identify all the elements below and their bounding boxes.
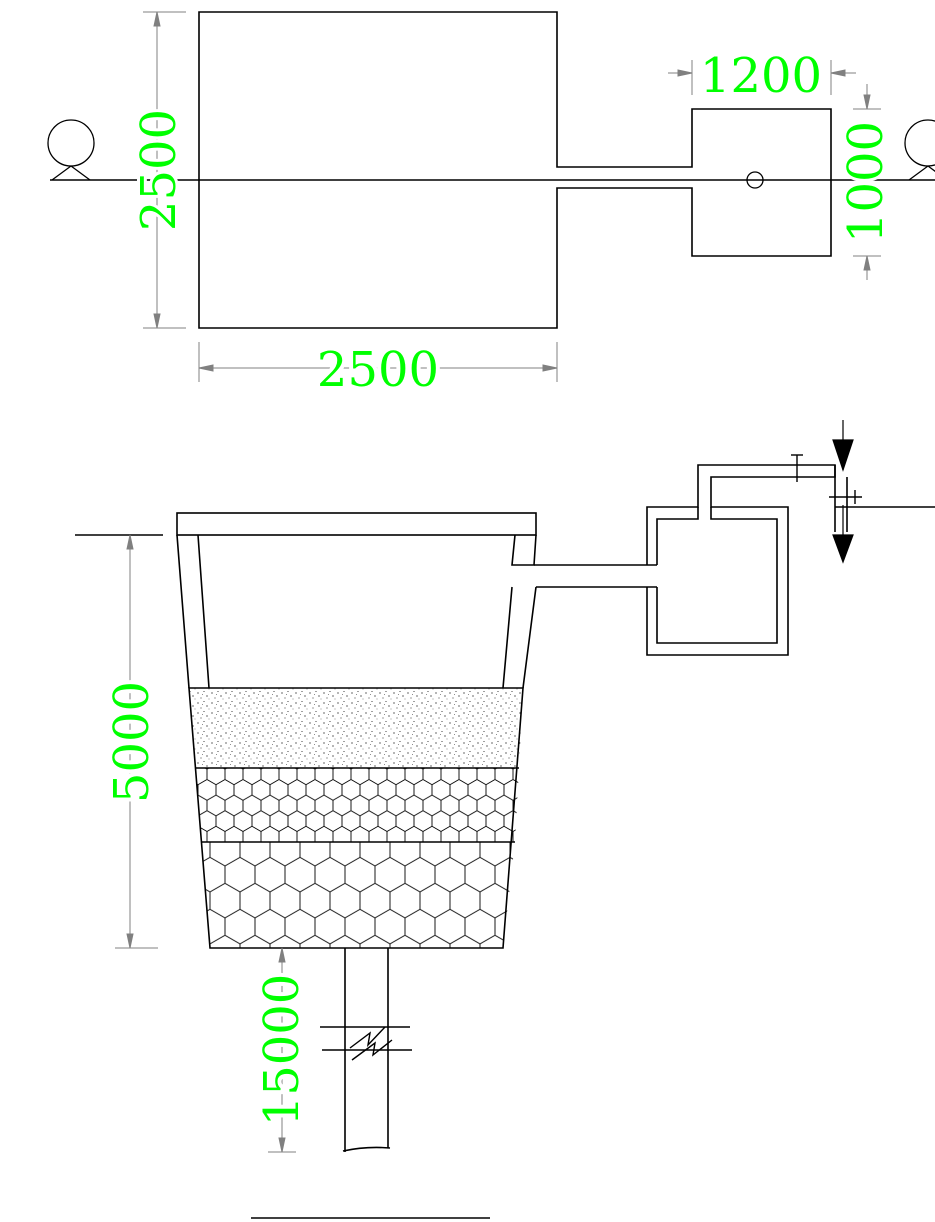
tank-cap xyxy=(176,512,537,536)
outlet-chamber-outer xyxy=(646,464,836,656)
pipe-end-cut xyxy=(342,1146,391,1152)
outlet-chamber-inner xyxy=(656,507,778,644)
pipe-break-icon xyxy=(320,1026,412,1061)
plan-chamber-height-label: 1000 xyxy=(838,121,894,243)
plan-outlet-circle xyxy=(746,171,764,189)
plan-tank-outline xyxy=(198,11,832,329)
tank-left-wall xyxy=(176,534,210,689)
section-dimensions xyxy=(115,534,296,1153)
section-marker-icon xyxy=(47,119,95,181)
section-marker-icon xyxy=(904,119,935,181)
valve-icon xyxy=(829,490,862,504)
section-pipe-length-label: 15000 xyxy=(254,974,310,1127)
sand-layer xyxy=(189,688,523,768)
section-depth-label: 5000 xyxy=(104,681,160,803)
tank-right-wall xyxy=(502,534,537,689)
section-view xyxy=(75,420,935,1219)
valve-icon xyxy=(791,454,803,482)
connecting-pipe xyxy=(534,564,657,588)
plan-tank-height-label: 2500 xyxy=(131,109,187,231)
coarse-gravel-layer xyxy=(202,842,515,948)
plan-view xyxy=(47,11,935,329)
flow-arrow-icon xyxy=(832,420,854,472)
plan-chamber-width-label: 1200 xyxy=(700,48,822,104)
fine-gravel-layer xyxy=(195,768,519,842)
plan-tank-width-label: 2500 xyxy=(317,342,439,398)
flow-arrow-icon xyxy=(832,505,854,564)
plan-dimensions xyxy=(143,11,881,382)
